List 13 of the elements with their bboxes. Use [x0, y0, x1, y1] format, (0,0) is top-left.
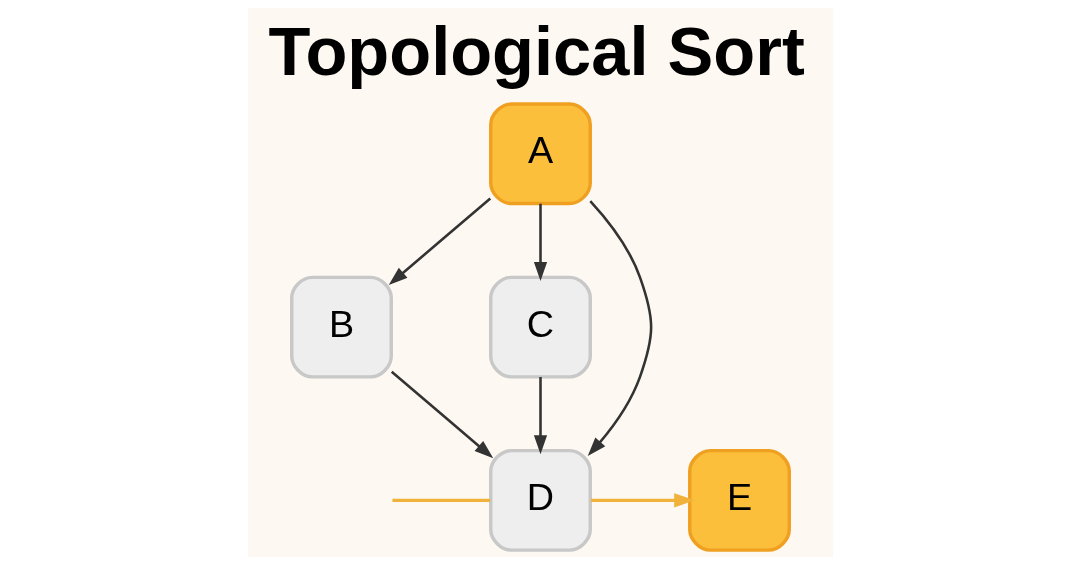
node-box: A: [488, 102, 592, 206]
arrow: [388, 197, 491, 286]
arrow: [533, 203, 547, 281]
node-box: B: [289, 275, 393, 379]
connector: [391, 498, 490, 503]
node-box: E: [687, 448, 791, 552]
node-box: C: [488, 275, 592, 379]
arrow: [390, 370, 493, 459]
arrow: [533, 377, 547, 455]
node-box: D: [488, 448, 592, 552]
diagram-title: Topological Sort: [268, 12, 805, 90]
arrow: [590, 493, 695, 508]
arrow: [587, 200, 652, 457]
